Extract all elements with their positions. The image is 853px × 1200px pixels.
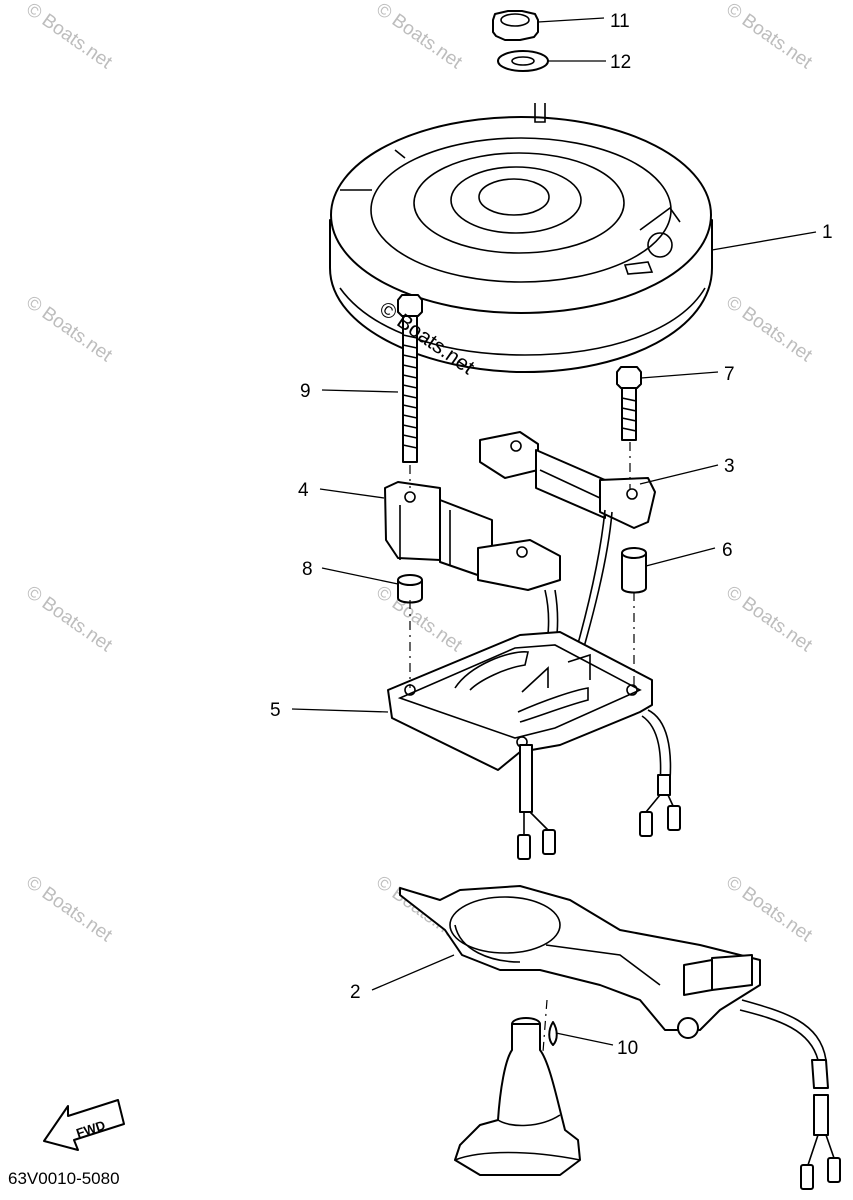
watermark: © Boats.net	[722, 292, 816, 367]
part-9-bolt	[397, 294, 423, 463]
part-12-washer	[497, 50, 549, 72]
diagram-code: 63V0010-5080	[8, 1169, 120, 1188]
watermark: © Boats.net	[22, 0, 116, 74]
watermark: © Boats.net	[722, 582, 816, 657]
base-wire-leads	[517, 744, 681, 860]
callout-1: 1	[822, 222, 833, 243]
part-11-nut	[492, 10, 539, 41]
callout-2: 2	[350, 982, 361, 1003]
callout-9: 9	[300, 381, 311, 402]
part-10-key	[548, 1021, 558, 1046]
callout-7: 7	[724, 364, 735, 385]
stator-wire-leads	[800, 1094, 841, 1190]
part-6-collar	[621, 547, 647, 594]
watermark: © Boats.net	[722, 872, 816, 947]
callout-4: 4	[298, 480, 309, 501]
watermark: © Boats.net	[22, 292, 116, 367]
watermark: © Boats.net	[22, 872, 116, 947]
watermark: © Boats.net	[372, 0, 466, 74]
part-5-base-plate	[387, 631, 672, 786]
part-3-charge-coil	[479, 431, 656, 529]
callout-11: 11	[610, 11, 630, 32]
part-8-collar	[397, 574, 423, 604]
fwd-arrow-icon: FWD	[43, 1099, 125, 1151]
callout-8: 8	[302, 559, 313, 580]
leader-lines	[291, 17, 817, 1046]
callout-3: 3	[724, 456, 735, 477]
part-4-pulser-coil	[384, 481, 561, 591]
callout-5: 5	[270, 700, 281, 721]
part-1-flywheel	[329, 103, 713, 373]
assembly-lines	[409, 442, 635, 1053]
watermark: © Boats.net	[22, 582, 116, 657]
part-2-stator-bracket	[399, 885, 829, 1089]
part-7-bolt	[616, 366, 642, 441]
crankshaft-end	[454, 1017, 581, 1176]
watermark: © Boats.net	[722, 0, 816, 74]
callout-labels: 11 12 1 9 7 3 4 6 8 5 2 10	[270, 11, 833, 1059]
callout-10: 10	[617, 1038, 638, 1059]
callout-12: 12	[610, 52, 631, 73]
callout-6: 6	[722, 540, 733, 561]
